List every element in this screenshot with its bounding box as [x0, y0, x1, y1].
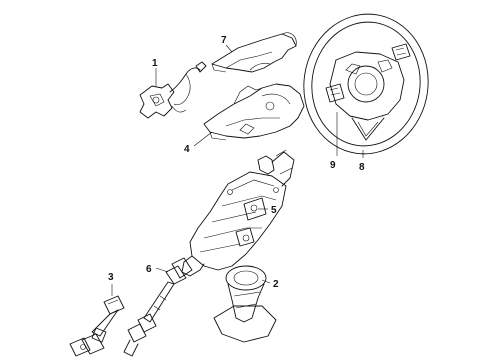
callout-2: 2 [273, 279, 279, 290]
callout-9: 9 [330, 160, 336, 171]
part-1-clock-spring[interactable] [139, 61, 207, 119]
callout-1: 1 [152, 58, 158, 69]
part-3-lower-shaft[interactable] [69, 295, 125, 357]
part-5-steering-column[interactable] [181, 149, 295, 277]
callout-5: 5 [271, 205, 277, 216]
leader-2 [261, 279, 271, 284]
part-8-steering-wheel[interactable] [295, 6, 437, 162]
callout-8: 8 [359, 162, 365, 173]
part-6-intermediate-shaft[interactable] [123, 257, 193, 357]
callout-7: 7 [221, 35, 227, 46]
leader-4 [193, 131, 213, 147]
part-4-lower-shroud[interactable] [203, 83, 305, 141]
part-2-boot-seal[interactable] [213, 265, 277, 343]
callout-6: 6 [146, 264, 152, 275]
part-7-upper-shroud[interactable] [211, 32, 297, 73]
leader-7 [225, 44, 233, 53]
leader-6 [155, 267, 169, 273]
callout-3: 3 [108, 272, 114, 283]
callout-4: 4 [184, 144, 190, 155]
